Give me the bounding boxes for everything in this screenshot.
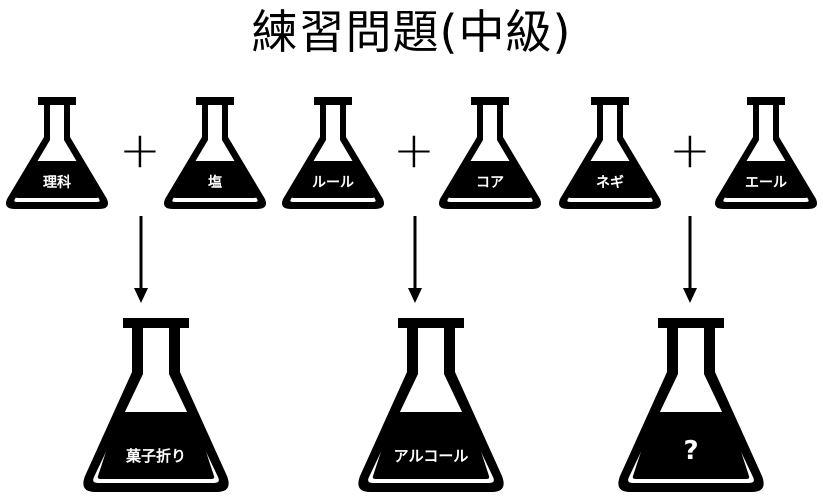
- flask-icon: [83, 318, 229, 492]
- plus-operator: +: [119, 121, 161, 179]
- flask-input-a-3: ネギ: [555, 92, 665, 214]
- flask-label: ?: [683, 436, 699, 466]
- flask-icon: [6, 97, 108, 209]
- flask-label: ネギ: [596, 175, 624, 191]
- down-arrow-icon: [683, 216, 697, 303]
- flask-icon: [164, 97, 266, 209]
- flask-label: ルール: [312, 175, 354, 191]
- flask-icon: [439, 97, 541, 209]
- flask-label: 菓子折り: [125, 447, 186, 465]
- flask-label: コア: [476, 175, 504, 191]
- flask-result-3: ?: [614, 314, 768, 498]
- flask-input-b-1: 塩: [160, 92, 270, 214]
- flask-input-b-3: エール: [711, 92, 821, 214]
- flask-icon: [715, 97, 817, 209]
- flask-result-1: 菓子折り: [79, 314, 233, 498]
- flask-label: エール: [745, 175, 787, 191]
- flask-label: 理科: [43, 175, 71, 191]
- down-arrow-icon: [408, 216, 422, 303]
- plus-operator: +: [393, 121, 435, 179]
- flask-icon: [618, 318, 764, 492]
- flask-label: アルコール: [393, 447, 469, 465]
- flask-icon: [559, 97, 661, 209]
- flask-input-a-2: ルール: [278, 92, 388, 214]
- flask-icon: [282, 97, 384, 209]
- flask-label: 塩: [208, 175, 222, 191]
- flask-input-a-1: 理科: [2, 92, 112, 214]
- plus-operator: +: [669, 121, 711, 179]
- page-title: 練習問題(中級): [251, 5, 572, 59]
- flask-input-b-2: コア: [435, 92, 545, 214]
- flask-icon: [358, 318, 504, 492]
- down-arrow-icon: [134, 216, 148, 303]
- flask-result-2: アルコール: [354, 314, 508, 498]
